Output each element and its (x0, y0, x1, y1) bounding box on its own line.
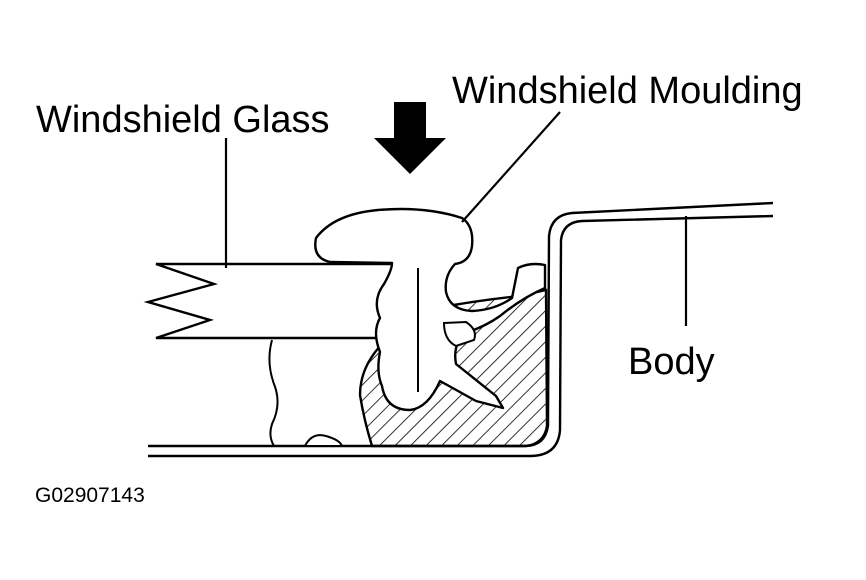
windshield-glass-label: Windshield Glass (36, 99, 330, 141)
arrow-down-icon (374, 102, 446, 174)
leader-lines (224, 111, 688, 326)
moulding-cavity (442, 320, 476, 348)
windshield-moulding-label: Windshield Moulding (452, 70, 803, 112)
leader-windshield-moulding (461, 111, 561, 223)
body-label: Body (628, 341, 715, 383)
figure-code: G02907143 (35, 484, 145, 507)
windshield-glass-shape (143, 262, 406, 340)
windshield-moulding-shape (314, 207, 547, 412)
spacer-dam (268, 339, 279, 447)
spacer-dam-bump (303, 434, 344, 447)
